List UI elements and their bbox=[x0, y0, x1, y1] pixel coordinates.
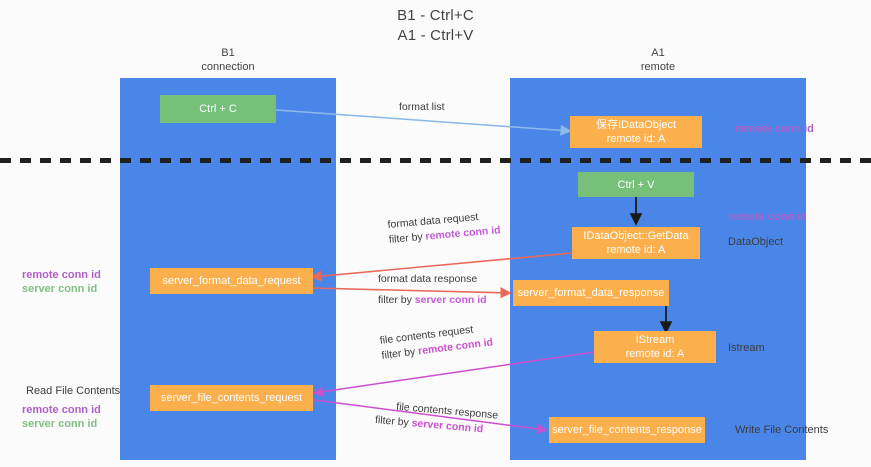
annotation-dataobject: DataObject bbox=[728, 236, 784, 248]
edge-label-fdres-prefix: filter by bbox=[378, 294, 415, 306]
connector-file-contents-response bbox=[313, 399, 548, 435]
connector-file-contents-request bbox=[312, 351, 595, 397]
edge-label-format-list: format list bbox=[399, 100, 445, 115]
node-ctrl-c[interactable]: Ctrl + C bbox=[160, 95, 276, 123]
edge-label-fdres-text: format data response bbox=[378, 273, 478, 285]
phase-divider bbox=[0, 158, 871, 163]
node-save-dataobject-line2: remote id: A bbox=[606, 133, 666, 145]
edge-label-fdreq-prefix: filter by bbox=[388, 230, 427, 246]
title-line-2: A1 - Ctrl+V bbox=[397, 27, 474, 44]
edge-label-fdres-key: server conn id bbox=[414, 294, 487, 306]
connector-format-list bbox=[275, 109, 572, 136]
edge-label-format-data-response: format data response filter by server co… bbox=[378, 272, 487, 308]
node-file-res-label: server_file_contents_response bbox=[552, 424, 702, 436]
connector-format-data-response bbox=[311, 287, 512, 299]
annotation-right-mid-conn: remote conn id bbox=[728, 211, 807, 223]
node-fmt-res-label: server_format_data_response bbox=[517, 287, 665, 299]
lane-header-b1-role: connection bbox=[201, 61, 255, 73]
annotation-left-bot-server: server conn id bbox=[22, 418, 98, 430]
diagram-title: B1 - Ctrl+C A1 - Ctrl+V bbox=[0, 6, 871, 46]
node-server-file-contents-request[interactable]: server_file_contents_request bbox=[150, 385, 313, 411]
annotation-write-file-contents: Write File Contents bbox=[735, 424, 829, 436]
node-save-dataobject-line1: 保存IDataObject bbox=[595, 119, 677, 131]
lane-header-a1-name: A1 bbox=[651, 47, 665, 59]
connector-format-data-request bbox=[310, 252, 573, 282]
annotation-right-top-conn: remote conn id bbox=[735, 123, 814, 135]
node-istream-line1: IStream bbox=[635, 334, 675, 346]
node-server-format-data-request[interactable]: server_format_data_request bbox=[150, 268, 313, 294]
edge-label-fcreq-prefix: filter by bbox=[380, 345, 419, 362]
annotation-left-mid-server: server conn id bbox=[22, 283, 98, 295]
node-server-format-data-response[interactable]: server_format_data_response bbox=[513, 280, 669, 306]
lane-header-a1: A1 remote bbox=[510, 46, 806, 74]
lane-header-b1-name: B1 bbox=[221, 47, 235, 59]
annotation-left-bot-remote: remote conn id bbox=[22, 404, 101, 416]
lane-header-a1-role: remote bbox=[640, 61, 676, 73]
node-istream-line2: remote id: A bbox=[625, 348, 685, 360]
annotation-left-mid-remote: remote conn id bbox=[22, 269, 101, 281]
annotation-read-file-contents: Read File Contents bbox=[26, 385, 121, 397]
node-getdata-line1: IDataObject::GetData bbox=[583, 230, 689, 242]
node-ctrl-c-label: Ctrl + C bbox=[199, 103, 237, 115]
edge-label-fcres-prefix: filter by bbox=[374, 413, 413, 430]
node-istream[interactable]: IStream remote id: A bbox=[594, 331, 716, 363]
node-file-req-label: server_file_contents_request bbox=[160, 392, 303, 404]
edge-label-format-list-text: format list bbox=[399, 101, 445, 113]
node-fmt-req-label: server_format_data_request bbox=[162, 275, 301, 287]
node-server-file-contents-response[interactable]: server_file_contents_response bbox=[549, 417, 705, 443]
node-ctrl-v[interactable]: Ctrl + V bbox=[578, 172, 694, 197]
node-save-dataobject[interactable]: 保存IDataObject remote id: A bbox=[570, 116, 702, 148]
node-getdata-line2: remote id: A bbox=[606, 244, 666, 256]
title-line-1: B1 - Ctrl+C bbox=[397, 7, 474, 24]
annotation-istream: Istream bbox=[728, 342, 765, 354]
node-idataobject-getdata[interactable]: IDataObject::GetData remote id: A bbox=[572, 227, 700, 259]
node-ctrl-v-label: Ctrl + V bbox=[617, 178, 655, 191]
lane-header-b1: B1 connection bbox=[120, 46, 336, 74]
